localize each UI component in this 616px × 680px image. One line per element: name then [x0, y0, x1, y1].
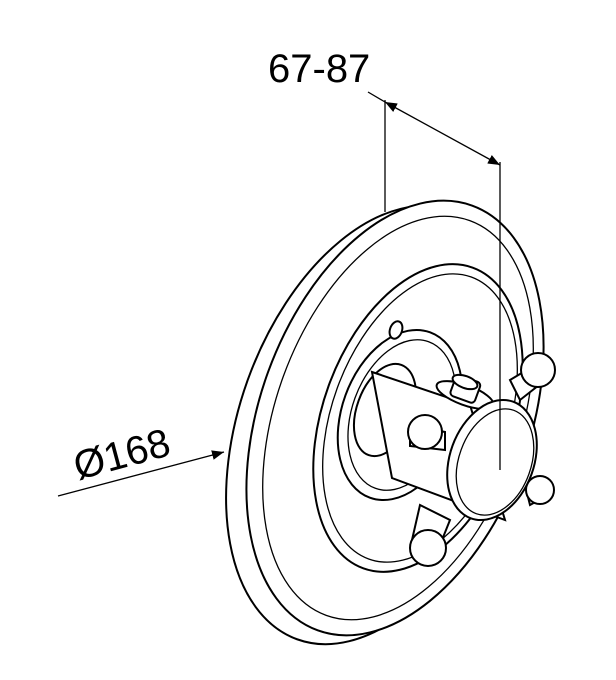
knob-ball [520, 352, 556, 388]
knob-ball [407, 414, 443, 450]
depth-label: 67-87 [268, 47, 370, 91]
knob-ball [525, 475, 555, 505]
handle-face [446, 398, 538, 522]
depth-dimension: 67-87 [268, 47, 501, 470]
screw-icon [388, 320, 404, 340]
thermostat-handle [352, 352, 556, 567]
diameter-dimension: Ø168 [57, 421, 225, 497]
knob-ball [409, 529, 447, 567]
